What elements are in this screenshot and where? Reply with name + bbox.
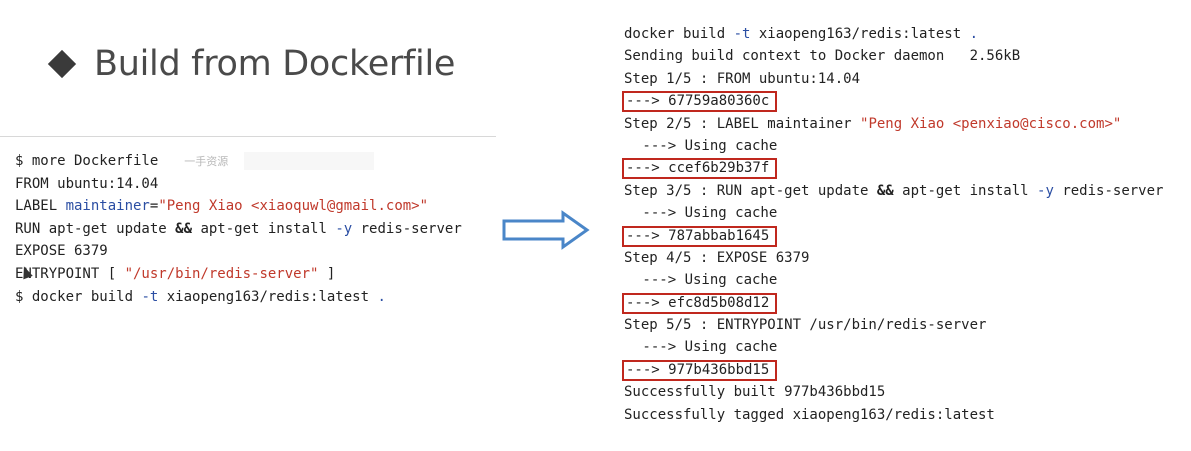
build-output-line: ---> 977b436bbd15 bbox=[622, 359, 1163, 381]
image-id-highlight: ---> ccef6b29b37f bbox=[622, 158, 778, 180]
build-output-line: ---> Using cache bbox=[624, 269, 1163, 291]
code-token: -y bbox=[1037, 182, 1054, 199]
dockerfile-line: FROM ubuntu:14.04 bbox=[15, 173, 462, 196]
code-token: redis-server bbox=[352, 220, 462, 237]
code-token: maintainer bbox=[65, 198, 150, 215]
code-token: docker build bbox=[624, 26, 734, 42]
build-output-line: docker build -t xiaopeng163/redis:latest… bbox=[624, 23, 1163, 45]
build-output-line: Step 5/5 : ENTRYPOINT /usr/bin/redis-ser… bbox=[624, 314, 1163, 336]
right-arrow-icon bbox=[502, 210, 590, 250]
dockerfile-line: LABEL maintainer="Peng Xiao <xiaoquwl@gm… bbox=[15, 195, 462, 218]
image-id-highlight: ---> 67759a80360c bbox=[622, 91, 778, 113]
build-output-line: ---> ccef6b29b37f bbox=[622, 157, 1163, 180]
dockerfile-line: $ docker build -t xiaopeng163/redis:late… bbox=[15, 286, 462, 309]
code-token: "Peng Xiao <penxiao@cisco.com>" bbox=[860, 115, 1122, 132]
code-token: LABEL bbox=[15, 198, 66, 215]
build-output-line: Step 4/5 : EXPOSE 6379 bbox=[624, 247, 1163, 269]
build-output-terminal: docker build -t xiaopeng163/redis:latest… bbox=[622, 23, 1163, 426]
code-token: $ docker build bbox=[15, 288, 142, 305]
code-token: Step 5/5 : ENTRYPOINT /usr/bin/redis-ser… bbox=[624, 317, 987, 334]
code-token: $ more Dockerfile bbox=[15, 153, 159, 169]
code-token: Successfully tagged xiaopeng163/redis:la… bbox=[624, 406, 995, 423]
slide-title: Build from Dockerfile bbox=[47, 44, 456, 84]
code-token: apt-get install bbox=[893, 182, 1038, 199]
build-output-line: Step 3/5 : RUN apt-get update && apt-get… bbox=[624, 180, 1163, 202]
code-token: -t bbox=[733, 26, 751, 42]
code-token: = bbox=[149, 198, 159, 215]
code-token: "/usr/bin/redis-server" bbox=[124, 265, 319, 282]
code-token: EXPOSE 6379 bbox=[15, 243, 108, 260]
build-output-line: ---> 787abbab1645 bbox=[622, 225, 1163, 247]
code-token: FROM ubuntu:14.04 bbox=[15, 175, 159, 192]
code-token: RUN apt-get update bbox=[15, 220, 176, 237]
dockerfile-line: $ more Dockerfile 一手资源 bbox=[15, 150, 462, 173]
code-token: && bbox=[876, 182, 894, 199]
watermark-overlay bbox=[244, 152, 374, 170]
build-output-line: Step 1/5 : FROM ubuntu:14.04 bbox=[624, 68, 1163, 90]
code-token: redis-server bbox=[1053, 182, 1164, 199]
build-output-line: ---> Using cache bbox=[624, 135, 1163, 157]
code-token: "Peng Xiao <xiaoquwl@gmail.com>" bbox=[158, 198, 429, 215]
image-id-highlight: ---> efc8d5b08d12 bbox=[622, 292, 778, 314]
build-output-line: ---> Using cache bbox=[624, 202, 1163, 224]
code-token: . bbox=[377, 288, 386, 305]
slide-title-text: Build from Dockerfile bbox=[94, 44, 456, 84]
image-id-highlight: ---> 787abbab1645 bbox=[622, 225, 778, 247]
code-token: ---> Using cache bbox=[634, 205, 778, 222]
code-token: Step 4/5 : EXPOSE 6379 bbox=[624, 249, 810, 266]
watermark-text: 一手资源 bbox=[184, 155, 229, 168]
build-output-line: ---> 67759a80360c bbox=[622, 90, 1163, 113]
code-token: ---> Using cache bbox=[634, 137, 778, 154]
build-output-line: ---> efc8d5b08d12 bbox=[622, 292, 1163, 314]
build-output-line: Successfully built 977b436bbd15 bbox=[624, 381, 1163, 403]
diamond-bullet-icon bbox=[47, 49, 77, 79]
build-output-line: Successfully tagged xiaopeng163/redis:la… bbox=[624, 404, 1163, 426]
divider bbox=[0, 136, 496, 137]
dockerfile-line: ENTRYPOINT [ "/usr/bin/redis-server" ] bbox=[15, 263, 462, 286]
build-output-line: ---> Using cache bbox=[624, 336, 1163, 358]
code-token: Sending build context to Docker daemon 2… bbox=[624, 48, 1021, 65]
code-token: ---> Using cache bbox=[634, 339, 778, 356]
code-token: apt-get install bbox=[192, 220, 336, 237]
code-token: Successfully built 977b436bbd15 bbox=[624, 384, 886, 401]
code-token: Step 2/5 : LABEL maintainer bbox=[624, 115, 861, 132]
code-token: ] bbox=[318, 265, 336, 282]
code-token: && bbox=[175, 220, 193, 237]
code-token: -y bbox=[335, 220, 353, 237]
code-token: xiaopeng163/redis:latest bbox=[158, 288, 378, 305]
build-output-line: Step 2/5 : LABEL maintainer "Peng Xiao <… bbox=[624, 113, 1163, 135]
dockerfile-line: RUN apt-get update && apt-get install -y… bbox=[15, 218, 462, 241]
code-token: -t bbox=[141, 288, 159, 305]
code-token: Step 3/5 : RUN apt-get update bbox=[624, 182, 877, 199]
code-token: xiaopeng163/redis:latest bbox=[750, 26, 970, 42]
code-token: ---> Using cache bbox=[634, 272, 778, 289]
image-id-highlight: ---> 977b436bbd15 bbox=[622, 359, 778, 381]
code-token: . bbox=[969, 26, 979, 42]
code-token: Step 1/5 : FROM ubuntu:14.04 bbox=[624, 70, 861, 87]
code-token: ENTRYPOINT [ bbox=[15, 265, 125, 282]
build-output-line: Sending build context to Docker daemon 2… bbox=[624, 45, 1163, 67]
dockerfile-line: EXPOSE 6379 bbox=[15, 240, 462, 263]
